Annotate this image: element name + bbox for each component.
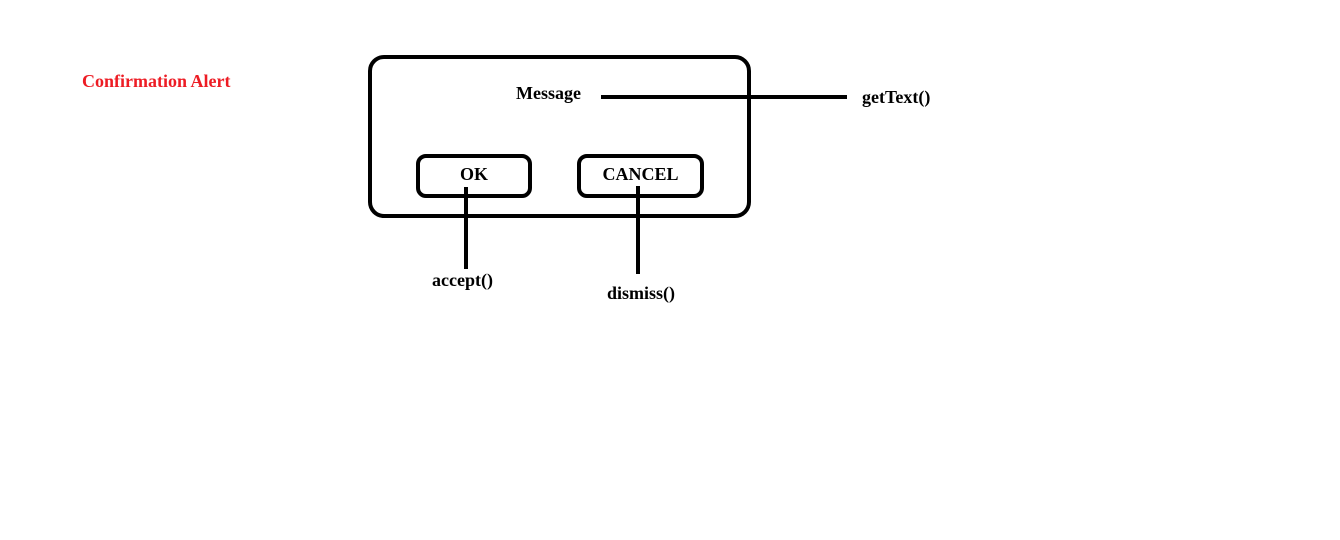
gettext-method-label: getText() <box>862 87 931 107</box>
ok-button-label: OK <box>459 163 488 184</box>
ok-button[interactable]: OK <box>416 154 532 198</box>
ok-connector-line <box>464 187 468 269</box>
diagram-title: Confirmation Alert <box>82 71 231 91</box>
accept-method-label: accept() <box>432 270 493 290</box>
message-label: Message <box>516 83 581 103</box>
alert-dialog-box <box>368 55 751 218</box>
dismiss-method-label: dismiss() <box>607 283 676 303</box>
message-connector-line <box>601 95 847 99</box>
cancel-button[interactable]: CANCEL <box>577 154 704 198</box>
cancel-button-label: CANCEL <box>602 163 679 184</box>
cancel-connector-line <box>636 186 640 274</box>
